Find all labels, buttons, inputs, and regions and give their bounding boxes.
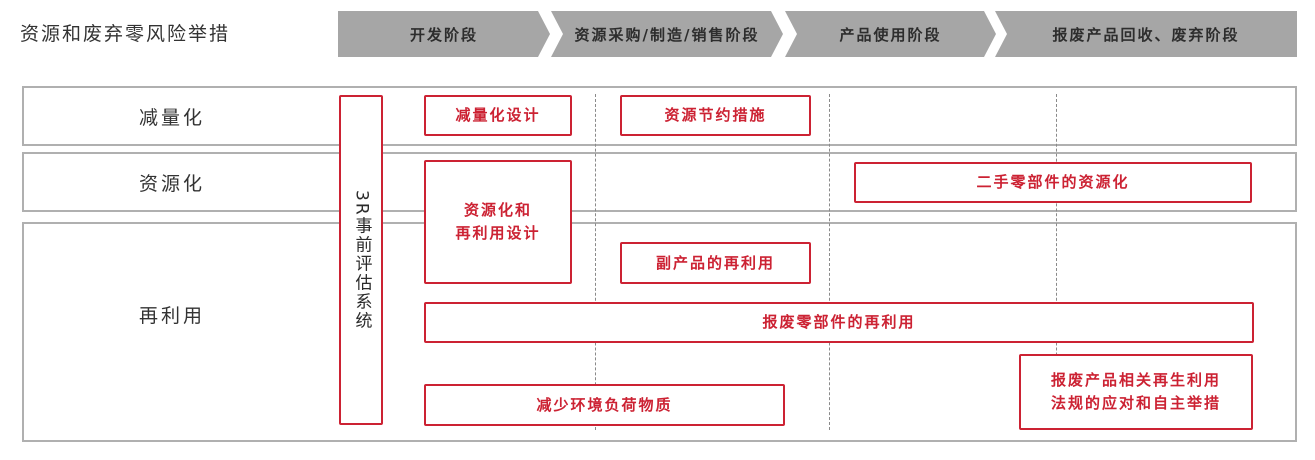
resource-saving-label: 资源节约措施: [664, 106, 767, 124]
reduce-design-label: 减量化设计: [455, 106, 541, 124]
3r-evaluation-system-label: 3R事前评估系统: [351, 189, 372, 331]
scrap-parts-reuse-box: 报废零部件的再利用: [424, 302, 1254, 343]
stage-development-label: 开发阶段: [409, 25, 478, 44]
byproduct-reuse-box: 副产品的再利用: [620, 242, 811, 284]
stage-development: 开发阶段: [338, 11, 550, 57]
reduce-design-box: 减量化设计: [424, 95, 572, 136]
regulation-response-line-2: 法规的应对和自主举措: [1050, 394, 1221, 412]
regulation-response-line-1: 报废产品相关再生利用: [1050, 371, 1221, 389]
used-parts-resource-box: 二手零部件的资源化: [854, 162, 1252, 203]
3r-evaluation-system-box: 3R事前评估系统: [339, 95, 383, 425]
diagram-title: 资源和废弃零风险举措: [20, 23, 231, 45]
stage-procurement-label: 资源采购/制造/销售阶段: [574, 25, 760, 44]
resource-saving-box: 资源节约措施: [620, 95, 811, 136]
stage-recycling-disposal: 报废产品回收、废弃阶段: [995, 11, 1297, 57]
row-label-reuse: 再利用: [138, 304, 205, 327]
stage-procurement-manufacturing-sales: 资源采购/制造/销售阶段: [551, 11, 783, 57]
scrap-parts-reuse-label: 报废零部件的再利用: [762, 313, 916, 331]
stage-recycling-label: 报废产品回收、废弃阶段: [1052, 25, 1240, 44]
row-label-reduce: 减量化: [138, 106, 205, 129]
used-parts-resource-label: 二手零部件的资源化: [976, 173, 1130, 191]
resource-reuse-design-box: 资源化和 再利用设计: [424, 160, 572, 284]
reduce-env-load-label: 减少环境负荷物质: [536, 395, 673, 414]
stage-divider: [595, 94, 596, 430]
stage-product-use: 产品使用阶段: [785, 11, 996, 57]
stage-divider: [1056, 94, 1057, 430]
regulation-response-box: 报废产品相关再生利用 法规的应对和自主举措: [1019, 354, 1253, 430]
resource-reuse-design-line-1: 资源化和: [463, 201, 532, 219]
stage-divider: [829, 94, 830, 430]
row-label-resource: 资源化: [138, 172, 205, 195]
stage-product-use-label: 产品使用阶段: [839, 25, 942, 44]
reduce-env-load-box: 减少环境负荷物质: [424, 384, 785, 426]
resource-reuse-design-line-2: 再利用设计: [455, 224, 541, 242]
byproduct-reuse-label: 副产品的再利用: [655, 253, 775, 272]
